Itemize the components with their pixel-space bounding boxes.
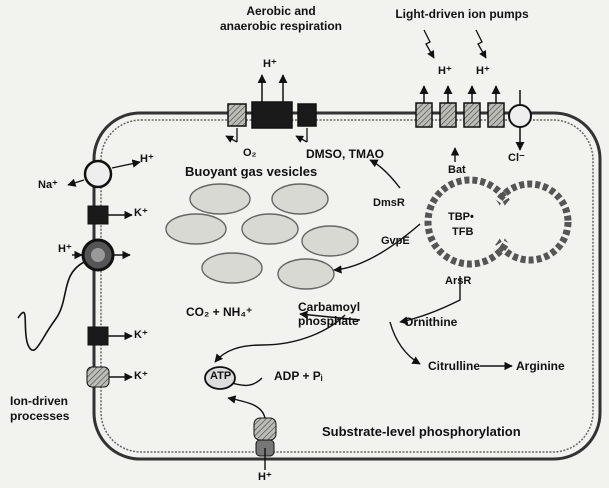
- metabolism-arrows: [214, 276, 513, 387]
- na-h-antiporter: [83, 159, 113, 189]
- light-ray-2: [475, 29, 487, 59]
- label-ion-driven-line1: Ion-driven: [10, 394, 69, 408]
- label-adp-pi: ADP + Pᵢ: [274, 369, 323, 383]
- pump-4: [487, 102, 505, 128]
- atp-synthase: [227, 395, 277, 470]
- flagellum: [17, 261, 85, 352]
- ion-h-respiration: H⁺: [263, 58, 277, 70]
- pump-3: [463, 102, 481, 128]
- vesicle: [301, 225, 359, 257]
- ion-h-left-top: H⁺: [140, 153, 154, 165]
- substrate-o2: O₂: [243, 147, 257, 159]
- vesicle: [189, 183, 251, 215]
- ion-cl: Cl⁻: [508, 152, 525, 164]
- label-arginine: Arginine: [516, 359, 565, 373]
- tbp-tfb-line1: TBP•: [448, 211, 474, 223]
- vesicle: [201, 252, 263, 284]
- gas-vesicles: [165, 183, 359, 290]
- label-substrate-level-phosphorylation: Substrate-level phosphorylation: [322, 424, 521, 439]
- left-membrane-transporters: [17, 159, 141, 388]
- vesicle: [165, 213, 227, 245]
- light-driven-pumps: [415, 29, 532, 151]
- respiration-complex-3: [297, 103, 317, 127]
- label-ornithine: Ornithine: [404, 315, 458, 329]
- label-carbamoyl-line1: Carbamoyl: [298, 300, 361, 314]
- respiration-complex-2: [251, 101, 293, 129]
- vesicle: [277, 258, 335, 290]
- label-buoyant-vesicles: Buoyant gas vesicles: [185, 164, 318, 179]
- respiration-header-line2: anaerobic respiration: [219, 19, 343, 33]
- ion-h-bottom: H⁺: [258, 471, 272, 483]
- vesicle: [241, 213, 299, 245]
- substrate-dmso-tmao: DMSO, TMAO: [306, 147, 384, 161]
- k-channel-2: [87, 326, 109, 346]
- regulator-dmsr: DmsR: [373, 197, 405, 209]
- regulator-gvpe: GvpE: [381, 235, 410, 247]
- ion-h-left-mid: H⁺: [58, 243, 72, 255]
- label-co2-nh4: CO₂ + NH₄⁺: [186, 305, 253, 319]
- ion-na: Na⁺: [38, 179, 58, 191]
- pump-1: [415, 102, 433, 128]
- ion-h-pump-2: H⁺: [476, 65, 490, 77]
- label-carbamoyl-line2: phosphate: [298, 314, 359, 328]
- respiration-complex-1: [227, 103, 247, 127]
- ion-k-2: K⁺: [134, 329, 148, 341]
- label-ion-driven-line2: processes: [10, 409, 70, 423]
- k-channel-1: [87, 205, 109, 225]
- k-channel-3: [86, 366, 110, 388]
- regulator-arsr: ArsR: [445, 275, 472, 287]
- respiration-header-line1: Aerobic and: [246, 4, 316, 18]
- label-citrulline: Citrulline: [428, 359, 481, 373]
- respiration-complexes: [225, 74, 317, 143]
- halorhodopsin: [508, 104, 532, 128]
- regulatory-arrows: [333, 147, 460, 274]
- chromosome: [424, 176, 572, 268]
- ion-h-pump-1: H⁺: [438, 65, 452, 77]
- cell-membrane-outer: [92, 111, 602, 461]
- tbp-tfb-line2: TFB: [452, 226, 474, 238]
- light-ray-1: [423, 29, 435, 59]
- regulator-bat: Bat: [448, 164, 466, 176]
- vesicle: [271, 183, 329, 215]
- ion-k-3: K⁺: [134, 370, 148, 382]
- pump-2: [439, 102, 457, 128]
- ion-k-1: K⁺: [134, 207, 148, 219]
- atp-glyph: [204, 366, 236, 390]
- ion-pumps-header: Light-driven ion pumps: [395, 7, 529, 21]
- label-atp: ATP: [210, 370, 232, 382]
- cell-membrane-inner: [100, 119, 594, 453]
